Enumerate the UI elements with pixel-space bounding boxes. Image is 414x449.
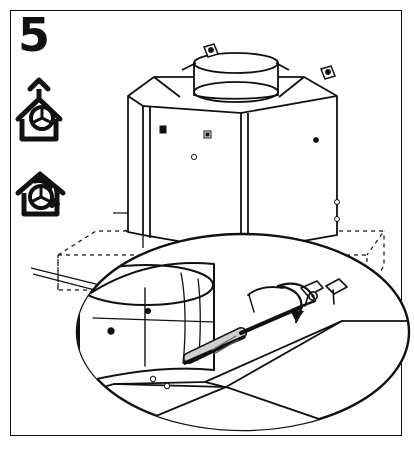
step-number: 5 (18, 8, 51, 62)
screwdriver (183, 299, 317, 365)
zoom-detail (75, 232, 411, 432)
duct-collar (181, 52, 290, 103)
hood-details (124, 125, 340, 248)
house-with-upward-airflow-icon (15, 77, 63, 142)
house-with-recirculation-icon (15, 171, 66, 217)
hood-box (127, 76, 338, 253)
mounting-brackets (202, 43, 337, 80)
